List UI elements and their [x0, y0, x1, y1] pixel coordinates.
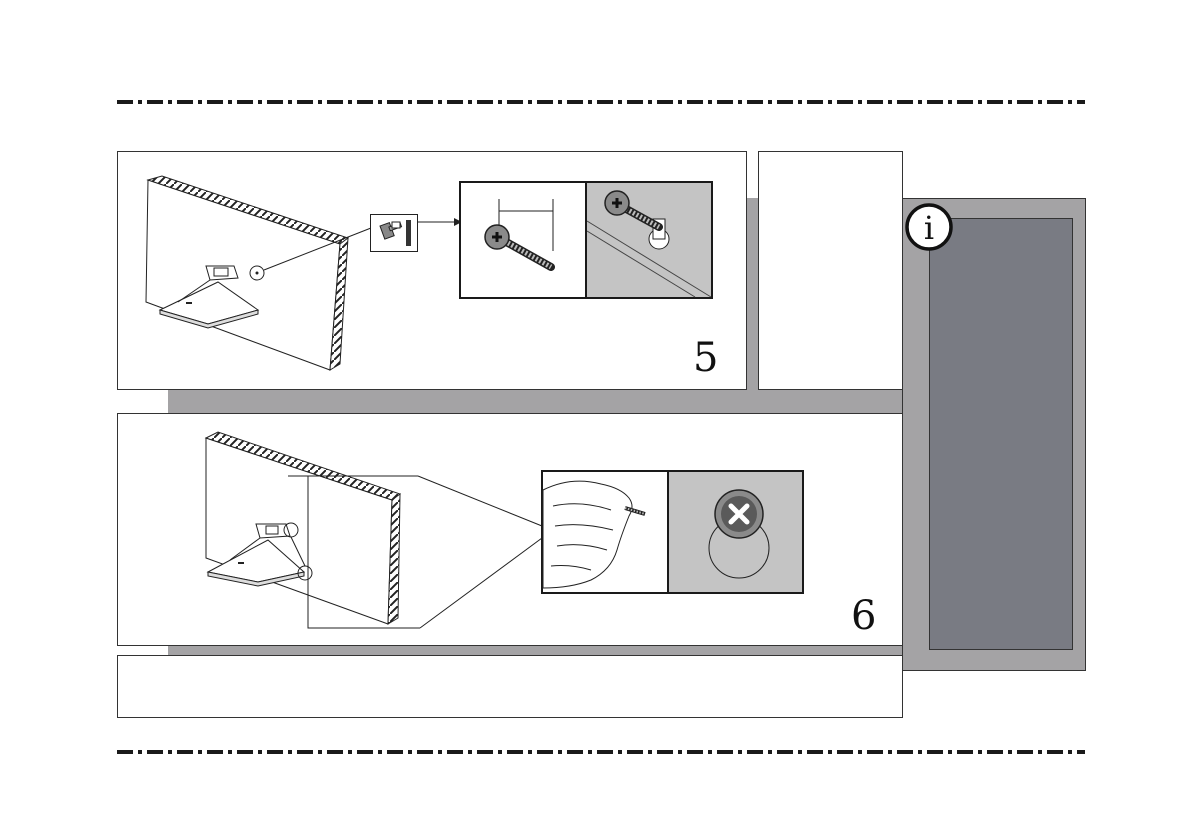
bottom-dashed-divider	[117, 750, 1085, 754]
notes-panel	[117, 655, 903, 718]
step-6-hand-detail	[541, 470, 669, 594]
step-6-incorrect-detail	[667, 470, 804, 594]
step-6-panel: 6	[117, 413, 903, 646]
step-5-number: 5	[693, 338, 718, 378]
step-6-number: 6	[851, 596, 876, 636]
step-5-screw-detail	[459, 181, 587, 299]
step-5-side-panel	[758, 151, 903, 390]
step-5-keyhole-detail	[585, 181, 713, 299]
hardware-bag-icon	[370, 214, 418, 252]
info-icon-glyph: i	[924, 209, 934, 247]
top-dashed-divider	[117, 100, 1085, 104]
step-5-panel: 5	[117, 151, 747, 390]
info-panel	[929, 218, 1073, 650]
info-icon: i	[904, 202, 954, 252]
